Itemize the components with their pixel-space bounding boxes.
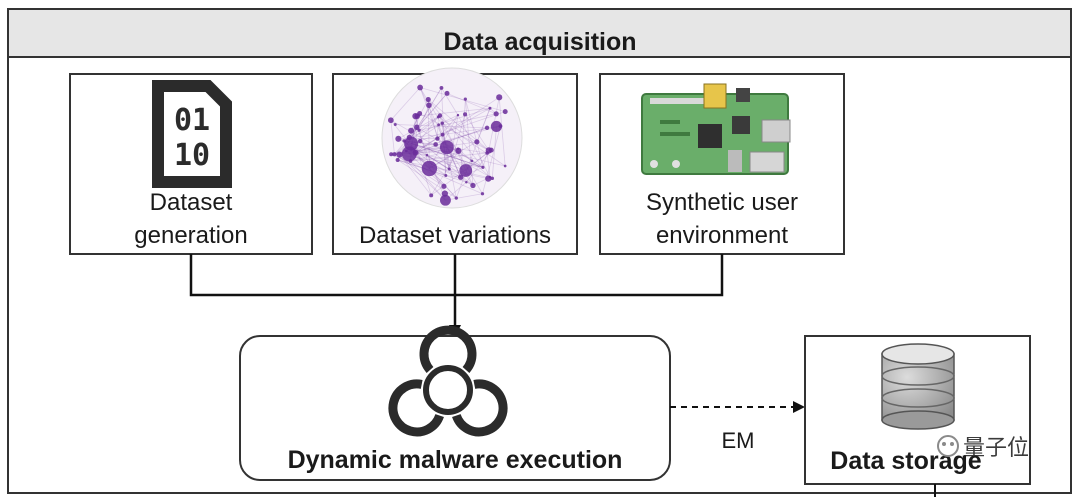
data-storage-label: Data storage [830, 447, 982, 475]
dynamic-malware-execution-box: Dynamic malware execution [239, 325, 671, 481]
watermark: 量子位 [937, 435, 1029, 461]
header-title: Data acquisition [443, 28, 636, 56]
dataset-generation-label-2: generation [134, 222, 247, 249]
binary-digits-top: 01 [174, 103, 210, 138]
dataset-variations-label: Dataset variations [359, 222, 551, 249]
dataset-generation-label-1: Dataset [150, 189, 233, 216]
watermark-label: 量子位 [963, 436, 1029, 461]
synthetic-user-label-1: Synthetic user [646, 189, 798, 216]
dataset-generation-border [69, 73, 313, 255]
dataset-variations-box: Dataset variations [332, 67, 578, 255]
dataset-generation-box: 01 10 Dataset generation [69, 73, 313, 255]
network-graph-icon [381, 67, 523, 209]
em-link-label: EM [722, 428, 755, 453]
binary-digits-bottom: 10 [174, 138, 210, 173]
header-bar [7, 8, 1072, 58]
execution-label: Dynamic malware execution [288, 446, 623, 474]
synthetic-user-box: Synthetic user environment [599, 73, 845, 255]
circuit-board-icon [641, 83, 791, 175]
synthetic-user-label-2: environment [656, 222, 788, 249]
biohazard-icon [388, 325, 508, 437]
data-storage-box: Data storage [804, 335, 1031, 485]
database-icon [881, 343, 955, 430]
binary-file-icon: 01 10 [152, 80, 232, 188]
inputs-merge-connector [189, 254, 724, 297]
